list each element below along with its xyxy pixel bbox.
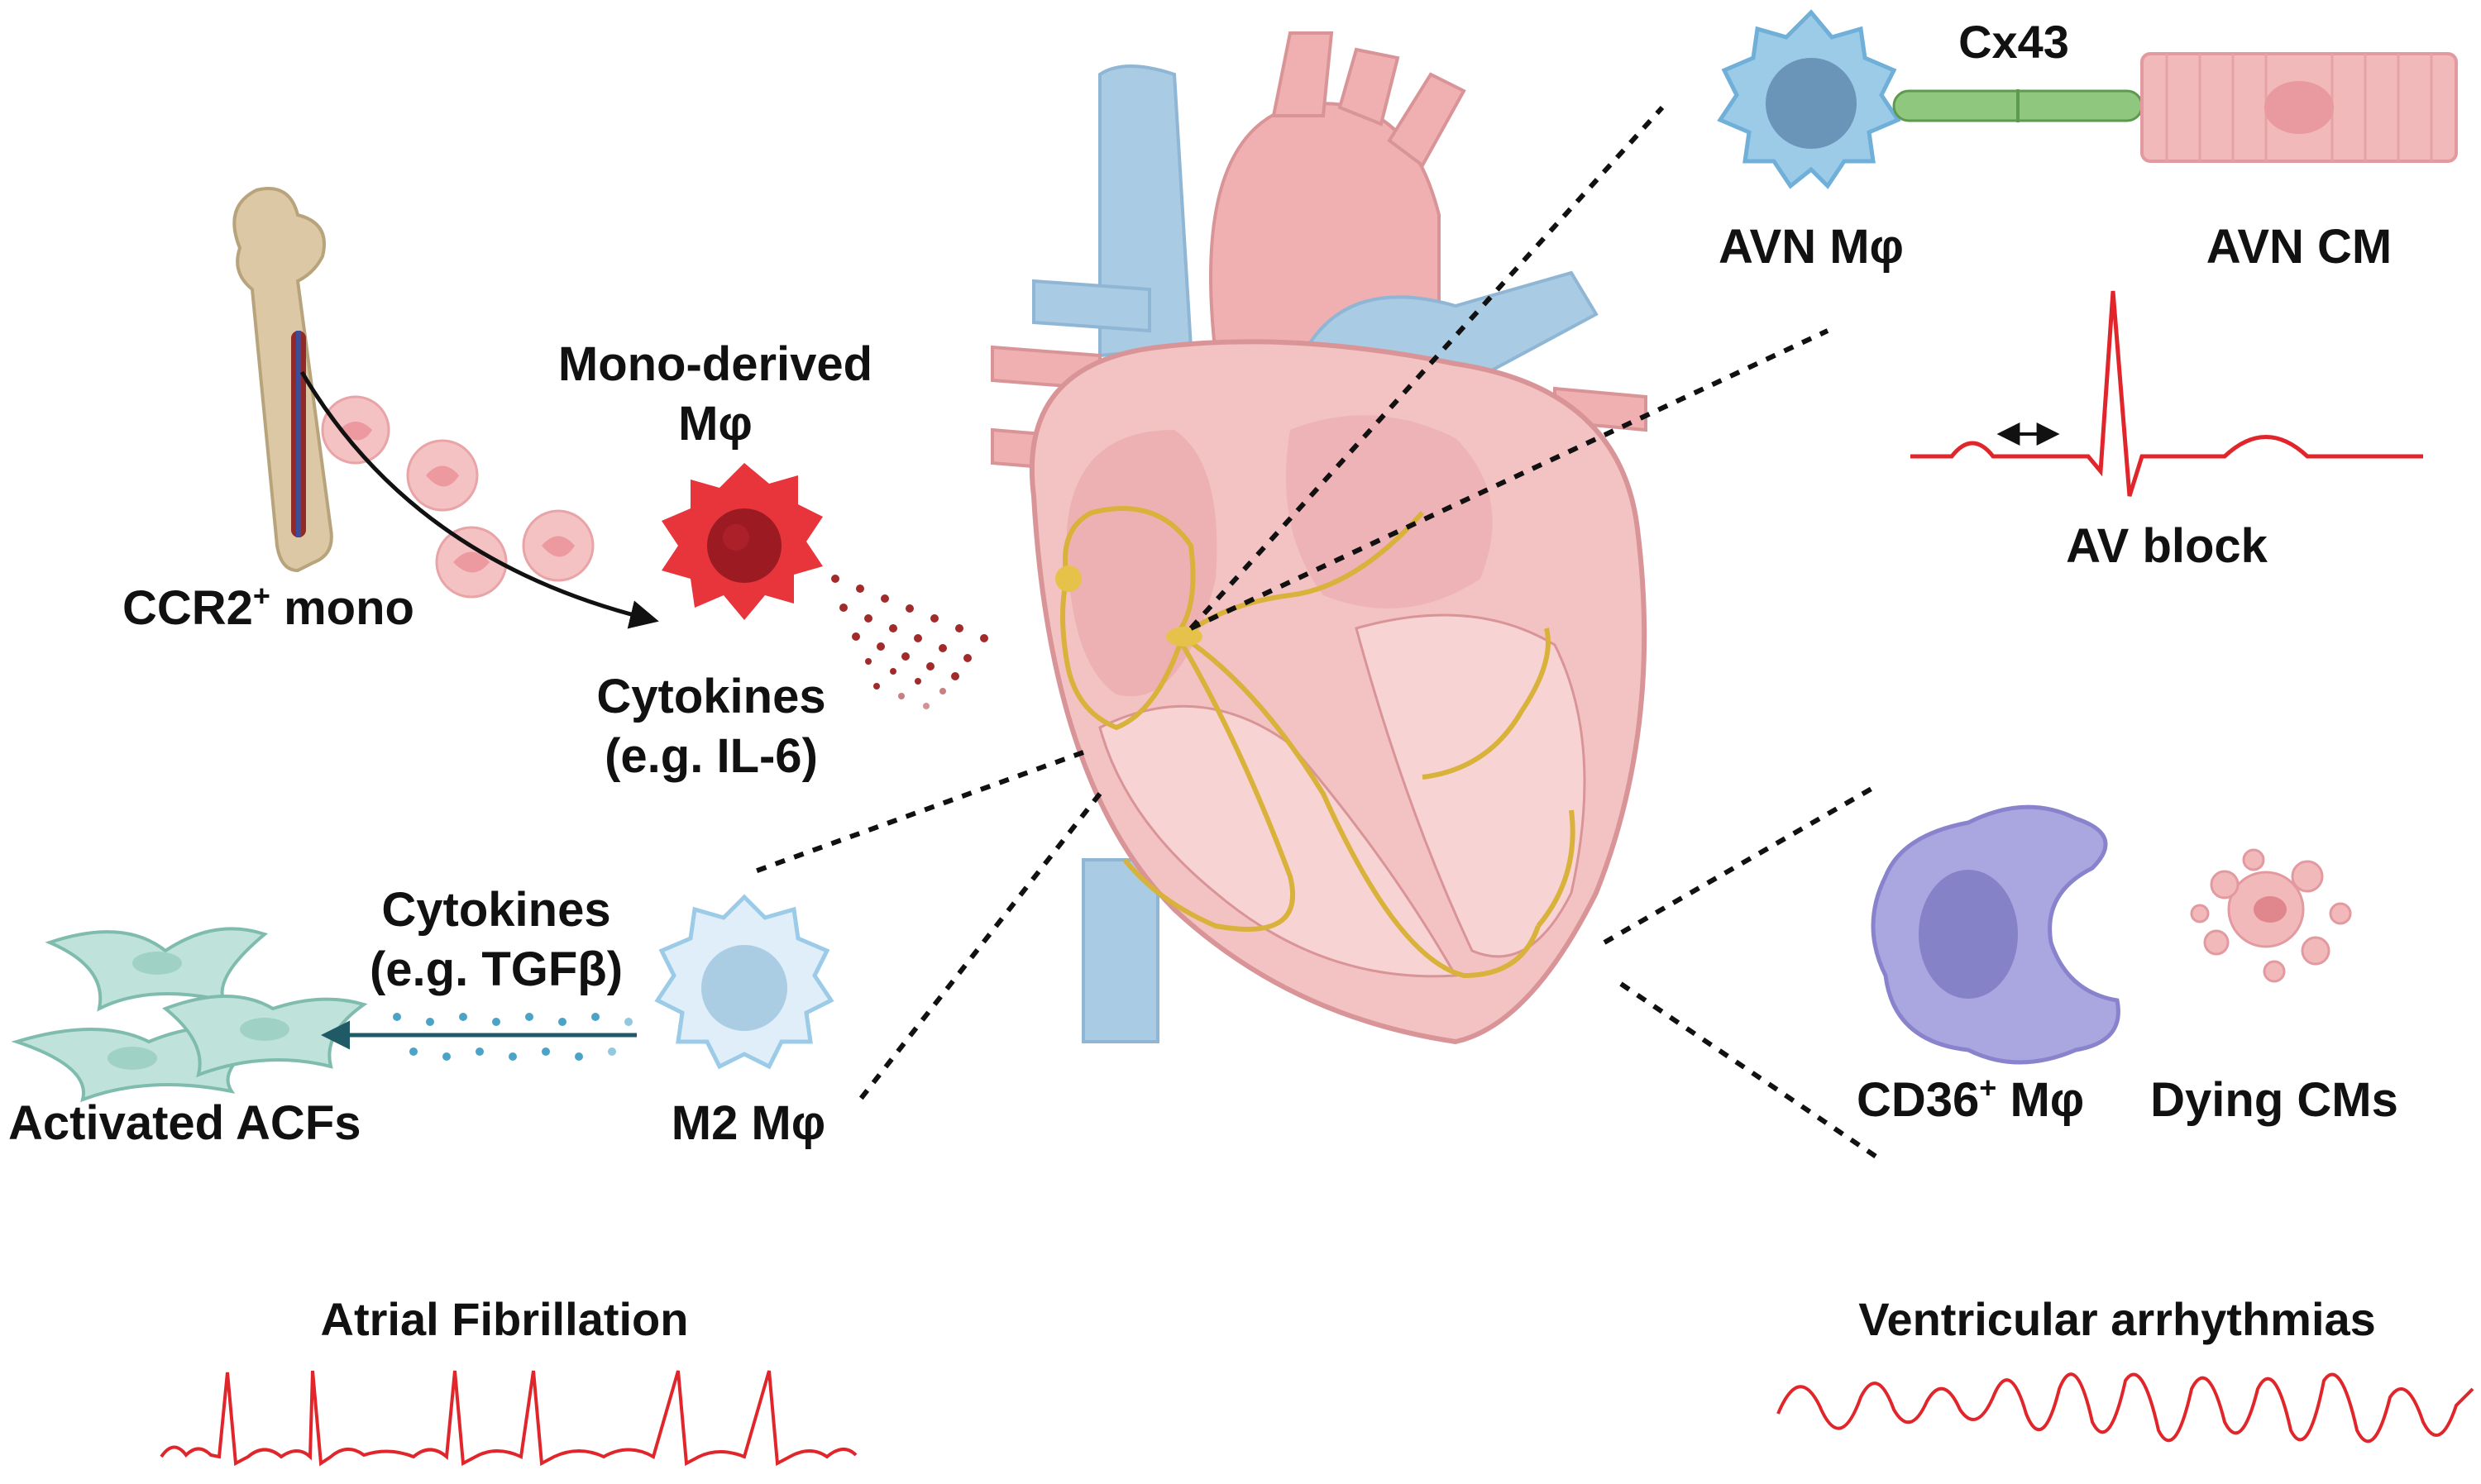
cd36-mphi-label: CD36+ Mφ [1857, 1071, 2084, 1127]
cytokines-il6-label-line2: (e.g. IL-6) [605, 729, 818, 783]
dying-cms-label: Dying CMs [2150, 1073, 2398, 1127]
macrophage-icon [662, 463, 823, 620]
avn-macrophage-icon [1717, 9, 1901, 189]
bone-icon [232, 187, 333, 573]
atrial-fibrillation-label: Atrial Fibrillation [321, 1293, 689, 1345]
mono-derived-label-line2: Mφ [678, 397, 753, 451]
cytokine-particles-blue [393, 1013, 633, 1061]
gap-junction-icon [1892, 89, 2144, 122]
atrial-fibrillation-ecg-trace [160, 1370, 858, 1467]
cx43-label: Cx43 [1958, 16, 2069, 68]
cd36-macrophage-icon [1871, 804, 2120, 1065]
cytokines-tgfb-label-line1: Cytokines [381, 883, 610, 937]
cytokines-il6-label-line1: Cytokines [596, 670, 825, 723]
dying-cardiomyocyte-icon [2190, 848, 2352, 983]
monocyte-migration-arrow [299, 370, 659, 629]
cytokines-tgfb-label-line2: (e.g. TGFβ) [370, 942, 623, 996]
ventricular-arrhythmias-ecg-trace [1776, 1372, 2474, 1443]
av-block-label: AV block [2066, 519, 2268, 573]
ventricular-arrhythmias-label: Ventricular arrhythmias [1858, 1293, 2376, 1345]
avn-mphi-label: AVN Mφ [1719, 220, 1904, 274]
avn-cm-label: AVN CM [2206, 220, 2392, 274]
connector-lines [751, 105, 1879, 1160]
activated-acfs-label: Activated ACFs [8, 1096, 361, 1150]
heart-icon [991, 31, 1647, 1045]
m2-macrophage-icon [654, 894, 834, 1070]
mono-derived-label-line1: Mono-derived [558, 337, 872, 391]
monocyte-icon [321, 395, 595, 599]
fibroblast-icon [11, 927, 368, 1103]
cardiomyocyte-icon [2140, 52, 2458, 163]
av-block-ecg-trace [1910, 290, 2423, 497]
cytokine-particles-red [831, 575, 988, 709]
m2-mphi-label: M2 Mφ [672, 1096, 826, 1150]
ccr2-mono-label: CCR2+ mono [122, 579, 414, 635]
